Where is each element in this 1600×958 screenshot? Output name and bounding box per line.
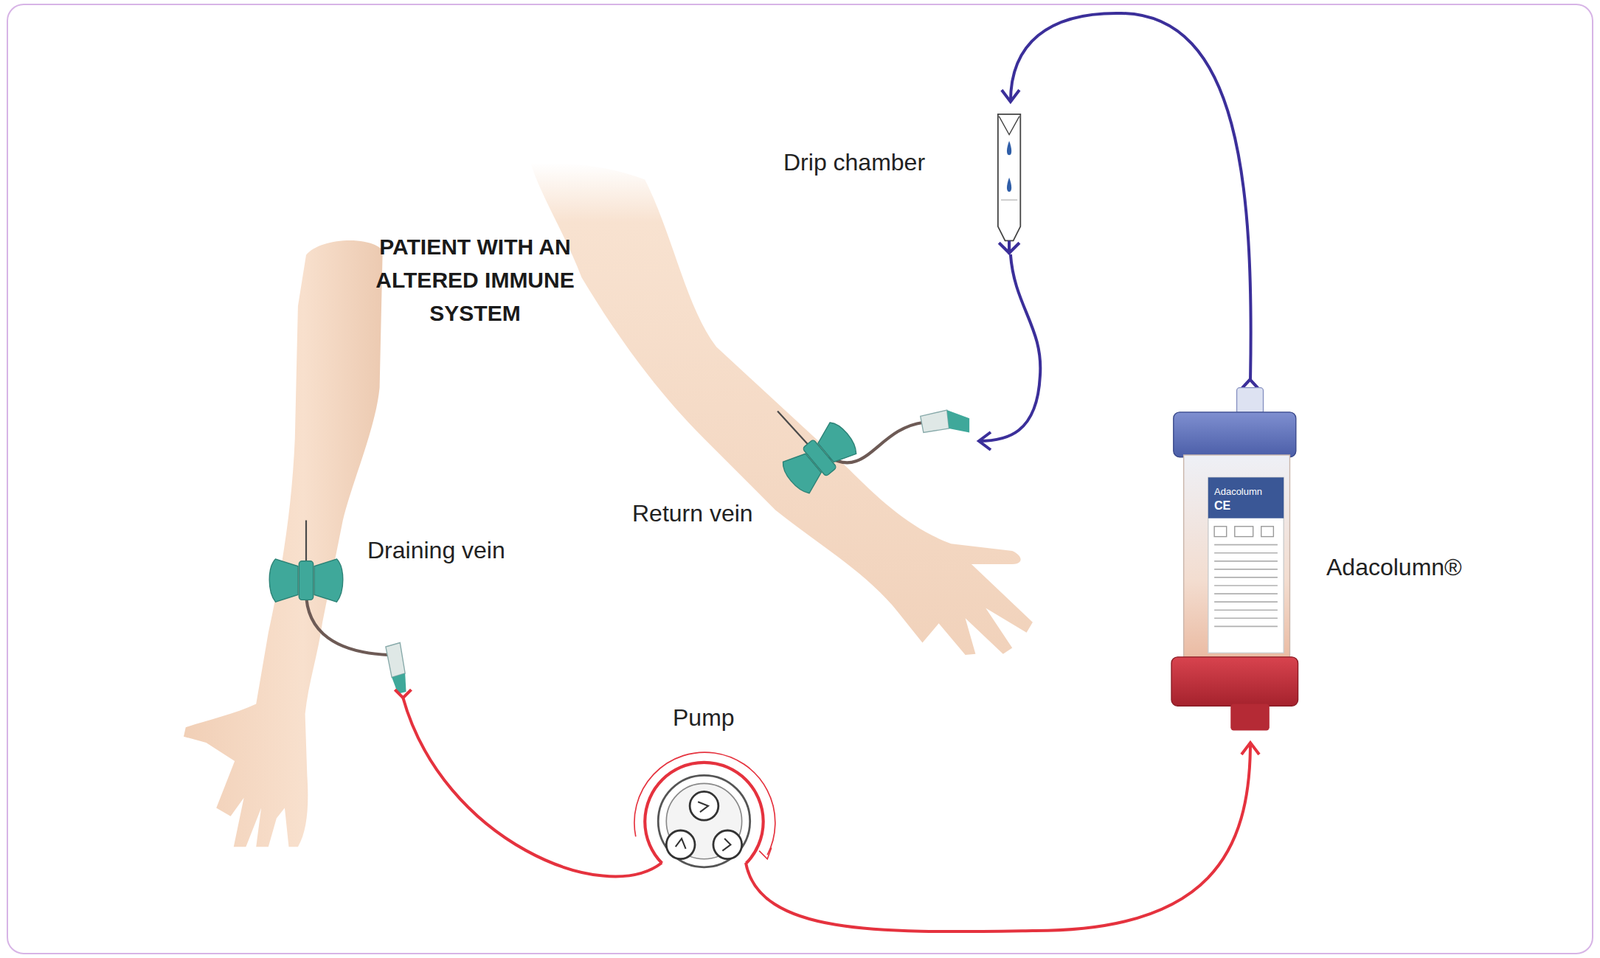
print-line bbox=[1214, 568, 1278, 571]
print-line bbox=[1214, 576, 1278, 579]
tube-connector bbox=[1010, 13, 1252, 380]
drip-chamber: Drip chamber bbox=[774, 103, 1033, 255]
drip-chamber-symbol bbox=[998, 114, 1021, 255]
print-line bbox=[1214, 593, 1278, 595]
device-print: Adacolumn bbox=[1214, 486, 1263, 497]
node-label: Drip chamber bbox=[783, 149, 926, 177]
print-line bbox=[1214, 552, 1278, 554]
print-line bbox=[1214, 609, 1278, 611]
right-arm bbox=[530, 163, 1033, 656]
print-line bbox=[1214, 626, 1278, 628]
patient-title: PATIENT WITH AN ALTERED IMMUNE SYSTEM bbox=[345, 230, 605, 330]
left-arm bbox=[183, 240, 383, 847]
column-device: Adacolumn® bbox=[1165, 379, 1527, 742]
tube-connector bbox=[402, 697, 662, 877]
vein-site: Draining vein bbox=[354, 531, 576, 698]
node-label: Adacolumn® bbox=[1326, 553, 1463, 582]
print-line bbox=[1214, 544, 1278, 546]
node-label: Return vein bbox=[632, 500, 754, 528]
tube-connector bbox=[978, 254, 1041, 442]
print-line bbox=[1214, 584, 1278, 587]
tube-connector bbox=[745, 742, 1251, 932]
node-label: Draining vein bbox=[367, 537, 506, 565]
pump: Pump bbox=[661, 704, 746, 864]
frame bbox=[7, 4, 1593, 954]
adacolumn-device bbox=[1171, 379, 1299, 732]
return-needle bbox=[777, 410, 970, 498]
print-line bbox=[1214, 601, 1278, 603]
ce-mark: CE bbox=[1214, 500, 1231, 512]
vein-site: Return vein bbox=[623, 398, 978, 535]
print-line bbox=[1214, 560, 1278, 563]
pump-symbol bbox=[634, 752, 776, 868]
node-label: Pump bbox=[672, 704, 735, 732]
print-line bbox=[1214, 617, 1278, 619]
